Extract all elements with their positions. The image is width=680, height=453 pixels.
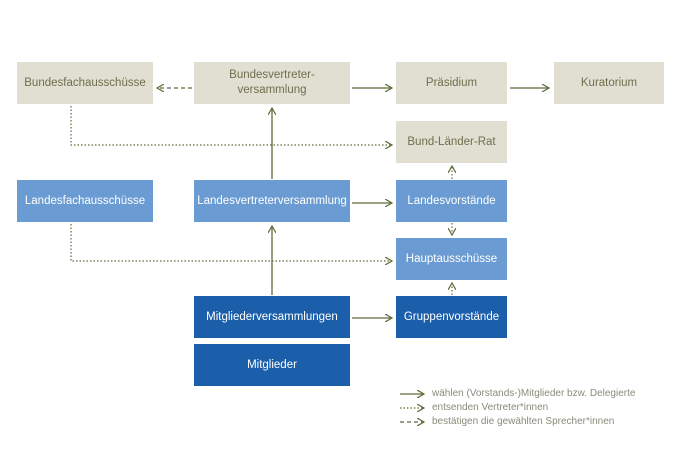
node-label: Bundesfachausschüsse bbox=[24, 76, 146, 89]
node-praesidium: Präsidium bbox=[396, 62, 507, 104]
legend-dashed-label: bestätigen die gewählten Sprecher*innen bbox=[432, 416, 615, 427]
node-mitglieder: Mitglieder bbox=[194, 344, 350, 386]
legend-solid-label: wählen (Vorstands-)Mitglieder bzw. Deleg… bbox=[432, 388, 636, 399]
node-label: Landesvorstände bbox=[407, 194, 496, 207]
arrow-lfa-to-ha-dotted bbox=[70, 224, 392, 261]
node-gruppenvorstaende: Gruppenvorstände bbox=[396, 296, 507, 338]
node-label: Hauptausschüsse bbox=[405, 252, 498, 265]
node-bundesvertreterversammlung: Bundesvertreter- versammlung bbox=[194, 62, 350, 104]
node-landesfachausschuesse: Landesfachausschüsse bbox=[17, 180, 153, 222]
node-label: Mitgliederversammlungen bbox=[206, 310, 338, 323]
node-label: Landesvertreterversammlung bbox=[197, 194, 347, 207]
node-label: Bund-Länder-Rat bbox=[407, 135, 496, 148]
node-label: Gruppenvorstände bbox=[403, 310, 500, 323]
legend-dotted-label: entsenden Vertreter*innen bbox=[432, 402, 549, 413]
node-label: Kuratorium bbox=[580, 76, 638, 89]
node-label-line2: versammlung bbox=[237, 84, 307, 96]
node-mitgliederversammlungen: Mitgliederversammlungen bbox=[194, 296, 350, 338]
node-bund-laender-rat: Bund-Länder-Rat bbox=[396, 121, 507, 163]
node-kuratorium: Kuratorium bbox=[554, 62, 664, 104]
node-label-line1: Bundesvertreter- bbox=[229, 69, 315, 81]
node-label: Mitglieder bbox=[247, 358, 297, 371]
node-label: Präsidium bbox=[425, 76, 478, 89]
arrow-bfa-to-blr-dotted bbox=[70, 106, 392, 145]
node-landesvorstaende: Landesvorstände bbox=[396, 180, 507, 222]
node-bundesfachausschuesse: Bundesfachausschüsse bbox=[17, 62, 153, 104]
node-landesvertreterversammlung: Landesvertreterversammlung bbox=[194, 180, 350, 222]
node-label: Landesfachausschüsse bbox=[24, 194, 146, 207]
node-hauptausschuesse: Hauptausschüsse bbox=[396, 238, 507, 280]
